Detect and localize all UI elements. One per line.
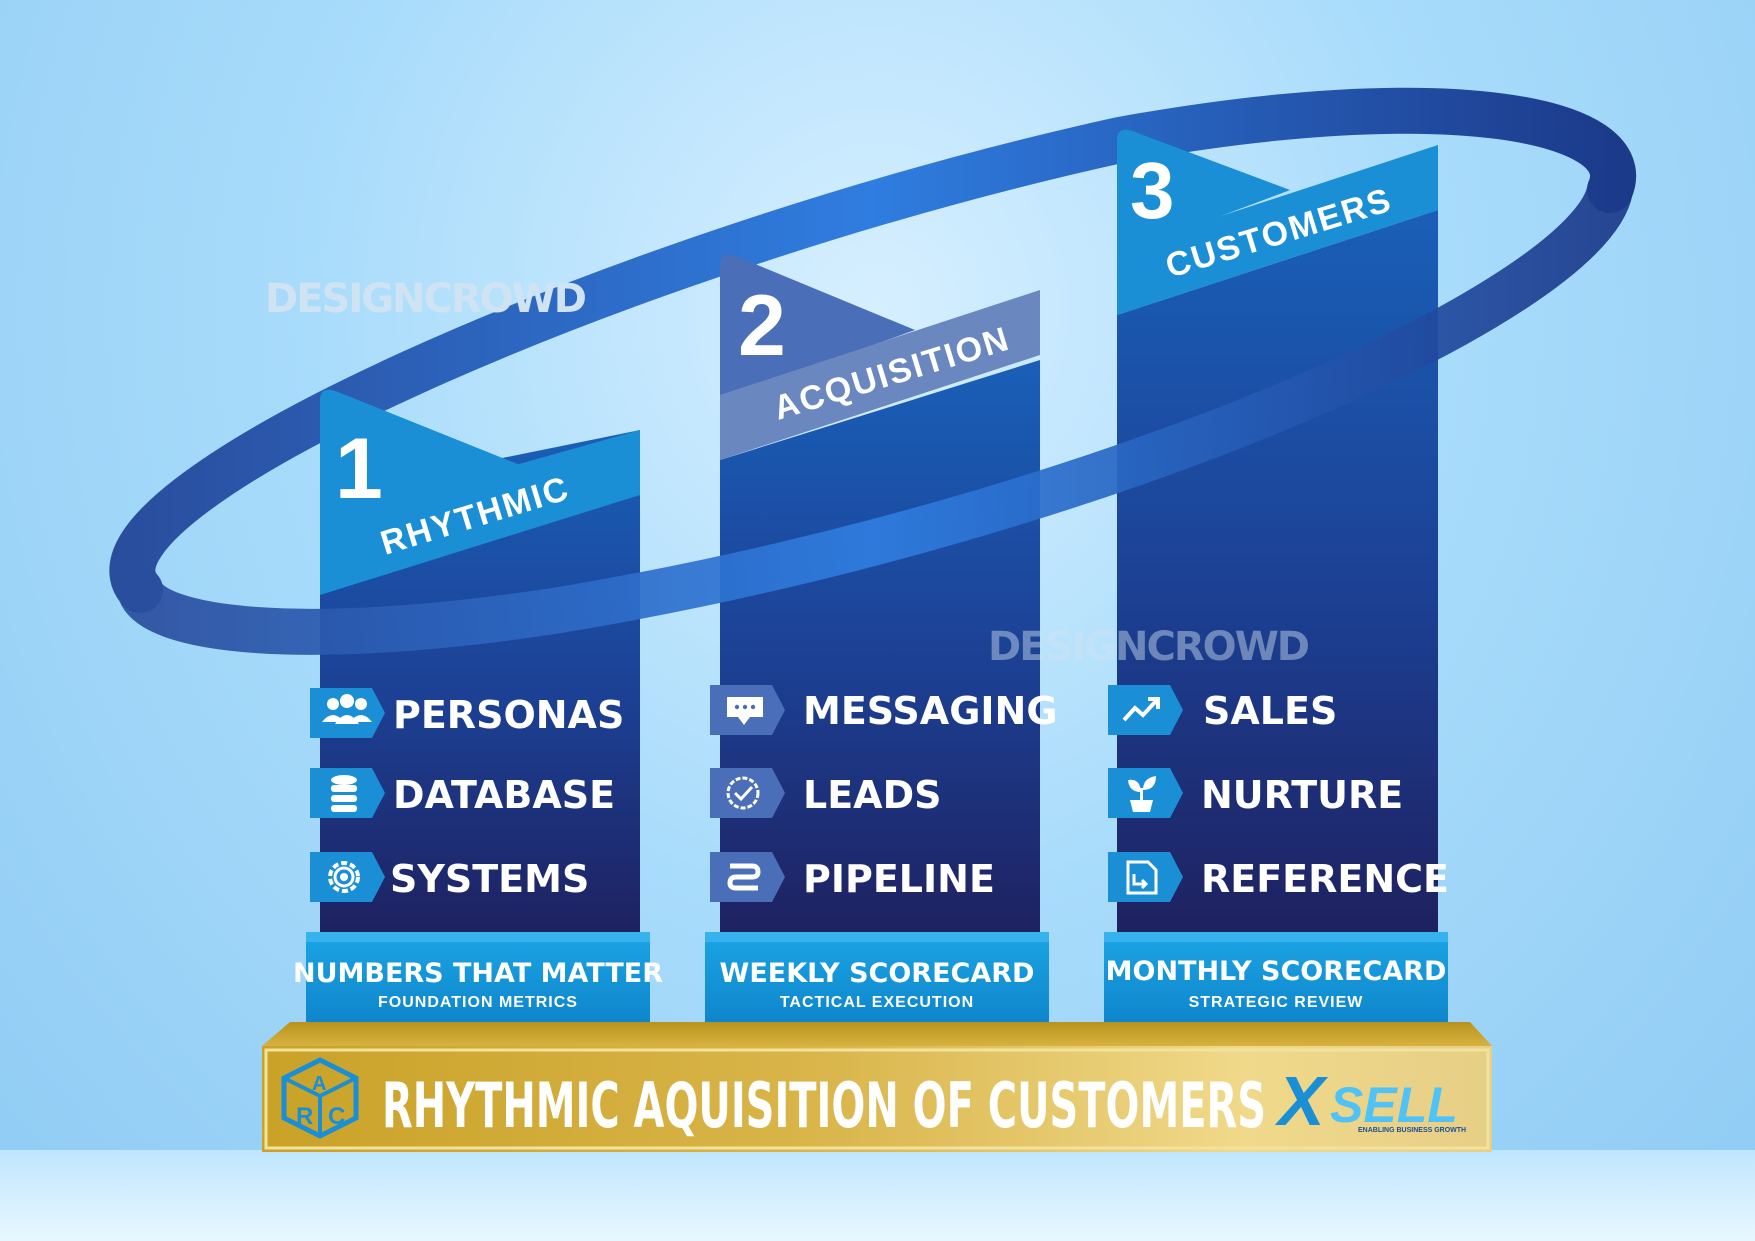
- pillar-1-base-title: NUMBERS THAT MATTER: [293, 958, 663, 989]
- document-icon: [1126, 860, 1158, 895]
- list-item-label: MESSAGING: [803, 689, 1058, 733]
- pillar-2-items: MESSAGING LEADS PIPELINE: [710, 685, 1058, 902]
- banner: R A C RHYTHMIC AQUISITION OF CUSTOMERS X…: [262, 1022, 1492, 1152]
- orbit-ring-back: [109, 87, 1636, 613]
- chat-icon: [727, 697, 763, 725]
- pillar-1-tab: [320, 470, 640, 595]
- watermark-middle: DESIGNCROWD: [988, 624, 1309, 670]
- pillar-2: 2 ACQUISITION: [720, 254, 1040, 935]
- pillar-1-base: NUMBERS THAT MATTER FOUNDATION METRICS: [293, 932, 663, 1022]
- pillar-2-base: WEEKLY SCORECARD TACTICAL EXECUTION: [705, 932, 1049, 1022]
- rac-logo-letter-c: C: [328, 1103, 345, 1130]
- list-item-label: PIPELINE: [803, 857, 995, 901]
- xsell-tagline: ENABLING BUSINESS GROWTH: [1358, 1127, 1466, 1134]
- pillar-3-tab: [1117, 145, 1438, 315]
- pillar-3-number: 3: [1130, 146, 1175, 235]
- pillar-3-base: MONTHLY SCORECARD STRATEGIC REVIEW: [1104, 932, 1448, 1022]
- pillar-2-base-subtitle: TACTICAL EXECUTION: [780, 994, 974, 1011]
- list-item-label: LEADS: [803, 773, 942, 817]
- list-item: PERSONAS: [310, 688, 624, 738]
- pillar-2-number: 2: [738, 278, 786, 374]
- sprout-icon: [1128, 776, 1156, 812]
- xsell-logo: X SELL ENABLING BUSINESS GROWTH: [1274, 1062, 1466, 1140]
- pillar-2-base-title: WEEKLY SCORECARD: [720, 958, 1035, 989]
- list-item-label: SALES: [1203, 689, 1337, 733]
- pillar-1: 1 RHYTHMIC: [320, 389, 640, 935]
- list-item: LEADS: [710, 768, 942, 818]
- database-icon: [331, 775, 357, 812]
- pipeline-icon: [727, 863, 761, 891]
- list-item: DATABASE: [310, 768, 615, 818]
- pillar-2-flag: [720, 254, 915, 400]
- gear-icon: [328, 861, 360, 893]
- list-item: MESSAGING: [710, 685, 1058, 735]
- list-item: SYSTEMS: [310, 852, 589, 902]
- pillar-1-items: PERSONAS DATABASE SYSTEMS: [310, 688, 624, 902]
- list-item: SALES: [1108, 685, 1337, 735]
- list-item-label: SYSTEMS: [390, 857, 589, 901]
- pillar-3-base-subtitle: STRATEGIC REVIEW: [1189, 994, 1364, 1011]
- list-item-label: PERSONAS: [393, 693, 624, 737]
- pillar-1-base-subtitle: FOUNDATION METRICS: [378, 994, 578, 1011]
- pillar-1-flag: [320, 389, 520, 540]
- floor: [0, 1150, 1755, 1241]
- pillar-1-number: 1: [335, 421, 383, 517]
- list-item: PIPELINE: [710, 852, 995, 902]
- rac-logo-letter-r: R: [296, 1103, 313, 1130]
- pillar-2-tab: [720, 290, 1040, 460]
- pillar-3-body: [1117, 210, 1438, 935]
- xsell-logo-x: X: [1274, 1062, 1329, 1140]
- badge-check-icon: [726, 776, 760, 810]
- list-item: NURTURE: [1108, 768, 1403, 818]
- users-icon: [322, 694, 372, 724]
- watermark-top: DESIGNCROWD: [265, 276, 586, 322]
- banner-title: RHYTHMIC AQUISITION OF CUSTOMERS: [382, 1069, 1266, 1142]
- orbit-ring-front: [117, 167, 1633, 655]
- rac-logo: R A C: [281, 1057, 359, 1139]
- trend-up-icon: [1122, 697, 1160, 722]
- pillar-3-items: SALES NURTURE REFERENCE: [1108, 685, 1449, 902]
- list-item-label: REFERENCE: [1201, 857, 1449, 901]
- list-item: REFERENCE: [1108, 852, 1449, 902]
- xsell-logo-text: SELL: [1330, 1077, 1458, 1133]
- list-item-label: DATABASE: [393, 773, 615, 817]
- pillar-3: 3 CUSTOMERS: [1117, 129, 1438, 935]
- pillar-3-base-title: MONTHLY SCORECARD: [1106, 956, 1447, 987]
- rac-logo-letter-a: A: [312, 1073, 326, 1095]
- list-item-label: NURTURE: [1201, 773, 1403, 817]
